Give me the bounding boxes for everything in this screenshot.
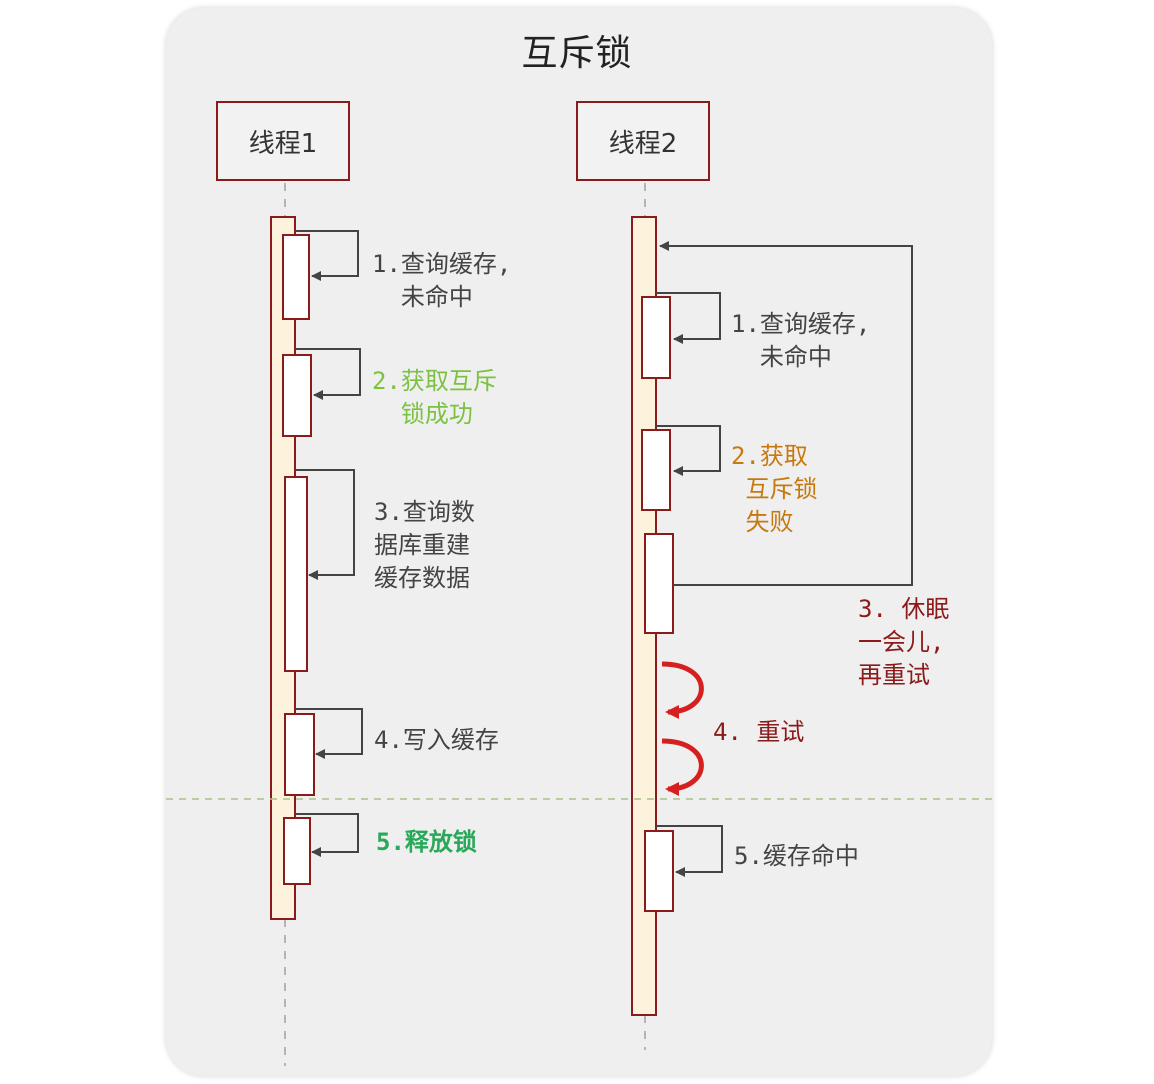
- actor-thread1: 线程1: [216, 101, 350, 181]
- t2-label-retry: 4. 重试: [713, 718, 805, 746]
- t2-step5: [644, 825, 723, 912]
- actor-thread2: 线程2: [576, 101, 710, 181]
- t1-label-release-lock: 5.释放锁: [376, 828, 477, 856]
- t1-label-acquire-lock: 2.获取互斥 锁成功: [372, 367, 497, 428]
- t1-label-query-cache: 1.查询缓存, 未命中: [372, 250, 512, 311]
- t1-step4: [284, 708, 363, 796]
- t1-step3: [284, 469, 355, 672]
- t1-step2: [282, 348, 361, 437]
- t2-step3-sleep: [644, 241, 913, 634]
- t1-label-query-db: 3.查询数 据库重建 缓存数据: [374, 498, 475, 592]
- retry-arrow-icon: [661, 738, 704, 796]
- t2-label-cache-hit: 5.缓存命中: [734, 842, 859, 870]
- t1-label-write-cache: 4.写入缓存: [374, 726, 499, 754]
- t2-step1: [641, 292, 721, 379]
- diagram-title: 互斥锁: [521, 33, 633, 74]
- retry-arrow-icon: [661, 661, 704, 719]
- t2-label-query-cache: 1.查询缓存, 未命中: [731, 310, 871, 371]
- t2-step2: [641, 425, 721, 511]
- t1-step1: [282, 230, 359, 320]
- t1-step5: [283, 813, 359, 885]
- t2-label-sleep-retry: 3. 休眠 一会儿, 再重试: [858, 595, 950, 689]
- t2-label-lock-fail: 2.获取 互斥锁 失败: [731, 442, 818, 536]
